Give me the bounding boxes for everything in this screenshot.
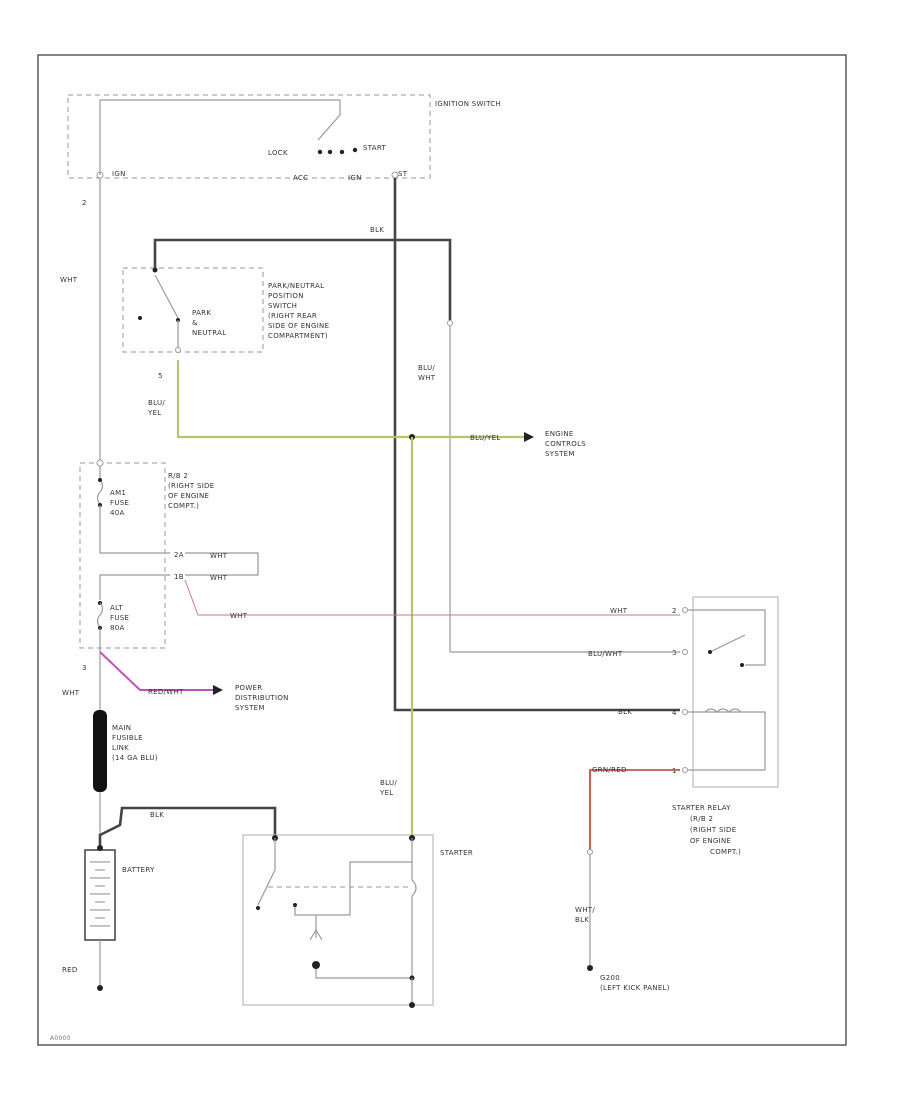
pin-2-ign: 2 — [82, 199, 87, 207]
wire-blu-wht: BLU/WHT — [418, 364, 436, 382]
wire-wht-left: WHT — [60, 276, 78, 284]
relay-pin-4: 4 — [672, 709, 677, 717]
wire-blk-battery: BLK — [150, 811, 164, 819]
pnp-switch-label: PARK/NEUTRAL POSITION SWITCH (RIGHT REAR… — [268, 282, 332, 340]
pin-2a: 2A — [174, 551, 184, 559]
ground-label: G200 (LEFT KICK PANEL) — [600, 974, 670, 992]
battery-label: BATTERY — [122, 866, 155, 874]
main-fusible-link — [93, 710, 107, 792]
wire-engine-controls: BLU/YEL — [470, 434, 501, 442]
wire-wht-relay: WHT — [610, 607, 628, 615]
pnp-switch-box — [122, 267, 264, 353]
diagram-frame — [37, 54, 847, 1046]
starter-motor-icon — [312, 961, 320, 969]
wire-red-wht: RED/WHT — [148, 688, 184, 696]
wire-wht-rb-2: WHT — [210, 574, 228, 582]
wire-red-battery: RED — [62, 966, 78, 974]
starter-relay-box — [692, 596, 779, 788]
wire-blk-relay: BLK — [618, 708, 632, 716]
pin-5-pnp: 5 — [158, 372, 163, 380]
wire-wht-rb-1: WHT — [210, 552, 228, 560]
relay-pin-2: 2 — [672, 607, 677, 615]
starter-label: STARTER — [440, 849, 473, 857]
wire-blu-yel-left: BLU/YEL — [147, 399, 165, 417]
pin-3: 3 — [82, 664, 87, 672]
pnp-contact-label: PARK & NEUTRAL — [192, 309, 226, 337]
rb2-label: R/B 2 (RIGHT SIDE OF ENGINE COMPT.) — [168, 472, 217, 510]
ignition-start-label: START — [363, 144, 387, 152]
wire-wht-mid: WHT — [62, 689, 80, 697]
ignition-switch-box — [67, 94, 431, 179]
figure-id: A0000 — [50, 1035, 71, 1042]
wire-blk-top: BLK — [370, 226, 384, 234]
ignition-ign-label: IGN — [112, 170, 126, 178]
relay-pin-3: 3 — [672, 649, 677, 657]
pin-1b: 1B — [174, 573, 184, 581]
wire-blu-yel-bottom: BLU/YEL — [379, 779, 397, 797]
ignition-st-label: ST — [398, 170, 408, 178]
wire-blu-wht-relay: BLU/WHT — [588, 650, 623, 658]
power-distribution-label: POWER DISTRIBUTION SYSTEM — [235, 684, 291, 712]
engine-controls-label: ENGINE CONTROLS SYSTEM — [545, 430, 589, 458]
ignition-acc-label: ACC — [293, 174, 308, 182]
main-fusible-link-label: MAIN FUSIBLE LINK (14 GA BLU) — [112, 724, 158, 762]
ignition-lock-label: LOCK — [268, 149, 288, 157]
ignition-switch-label: IGNITION SWITCH — [435, 100, 501, 108]
alt-fuse-label: ALT FUSE 80A — [110, 604, 132, 632]
battery-cells — [90, 861, 110, 927]
starter-relay-label: STARTER RELAY (R/B 2 (RIGHT SIDE OF ENGI… — [672, 804, 741, 856]
wire-wht-long: WHT — [230, 612, 248, 620]
am-fuse-label: AM1 FUSE 40A — [110, 489, 132, 517]
starter-box — [242, 834, 434, 1006]
ignition-ign-bottom-label: IGN — [348, 174, 362, 182]
relay-pin-1: 1 — [672, 767, 677, 775]
wire-wht-blk: WHT/BLK — [575, 906, 595, 924]
wire-grn-red-relay: GRN/RED — [592, 766, 627, 774]
